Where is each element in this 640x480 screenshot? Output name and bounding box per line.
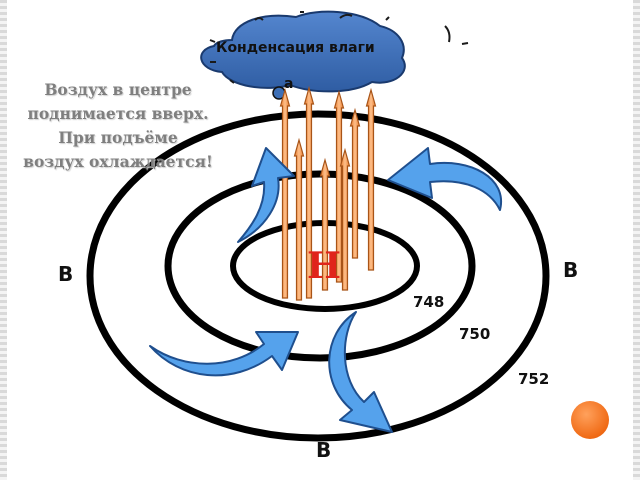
explanation-caption: Воздух в центре поднимается вверх. При п…	[0, 78, 236, 174]
circulation-arrows	[149, 147, 503, 433]
drop-letter: a	[284, 76, 294, 92]
rising-air-arrows	[279, 85, 377, 301]
middle-isobar-ring	[164, 170, 476, 362]
caption-line: поднимается вверх.	[27, 104, 209, 123]
outer-isobar-ring	[86, 110, 550, 442]
high-pressure-label-bottom: В	[316, 438, 332, 462]
condensation-label: Конденсация влаги	[216, 40, 375, 56]
high-pressure-label-right: В	[563, 258, 579, 282]
rising-air-arrow-6	[319, 157, 331, 291]
isobar-label-748: 748	[413, 293, 445, 311]
left-decor-stripe	[0, 0, 7, 480]
cloud-shape	[200, 10, 469, 93]
rising-air-arrow-3	[333, 89, 345, 283]
orange-dot-decoration	[571, 401, 609, 439]
bottom-curved-arrow	[328, 311, 393, 433]
lower-left-curved-arrow	[149, 331, 299, 377]
rising-air-arrow-1	[279, 87, 291, 299]
rising-air-arrow-2	[303, 85, 315, 299]
rising-air-arrow-7	[339, 147, 351, 291]
high-pressure-label-left: В	[58, 262, 74, 286]
isobar-label-752: 752	[518, 370, 550, 388]
upper-right-curved-arrow	[387, 147, 503, 211]
rising-air-arrow-4	[365, 87, 377, 271]
caption-line: Воздух в центре	[44, 80, 192, 99]
caption-line: воздух охлаждается!	[23, 152, 213, 171]
low-pressure-label: Н	[307, 245, 342, 287]
right-decor-stripe	[633, 0, 640, 480]
isobar-label-750: 750	[459, 325, 491, 343]
rising-air-arrow-5	[293, 137, 305, 301]
caption-line: При подъёме	[58, 128, 178, 147]
rising-air-arrow-8	[349, 107, 361, 259]
upper-left-curved-arrow	[237, 147, 295, 243]
